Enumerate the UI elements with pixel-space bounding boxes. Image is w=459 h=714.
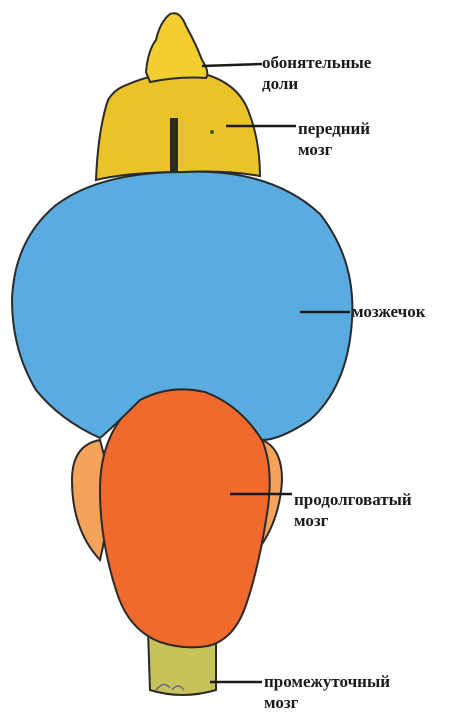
label-medulla: продолговатый мозг: [294, 489, 412, 531]
label-olfactory-lobes: обонятельные доли: [262, 52, 371, 94]
leader-olfactory: [202, 64, 262, 66]
forebrain-dot: [210, 130, 214, 134]
label-diencephalon-line1: промежуточный: [264, 671, 390, 692]
medulla-shape: [100, 389, 270, 647]
forebrain-fissure: [170, 118, 178, 172]
label-cerebellum-line1: мозжечок: [352, 301, 426, 322]
label-cerebellum: мозжечок: [352, 301, 426, 322]
label-diencephalon: промежуточный мозг: [264, 671, 390, 713]
label-diencephalon-line2: мозг: [264, 692, 390, 713]
label-olfactory-line2: доли: [262, 73, 371, 94]
label-medulla-line1: продолговатый: [294, 489, 412, 510]
label-medulla-line2: мозг: [294, 510, 412, 531]
label-forebrain-line2: мозг: [298, 139, 370, 160]
label-forebrain-line1: передний: [298, 118, 370, 139]
label-olfactory-line1: обонятельные: [262, 52, 371, 73]
olfactory-shape: [146, 13, 207, 82]
label-forebrain: передний мозг: [298, 118, 370, 160]
